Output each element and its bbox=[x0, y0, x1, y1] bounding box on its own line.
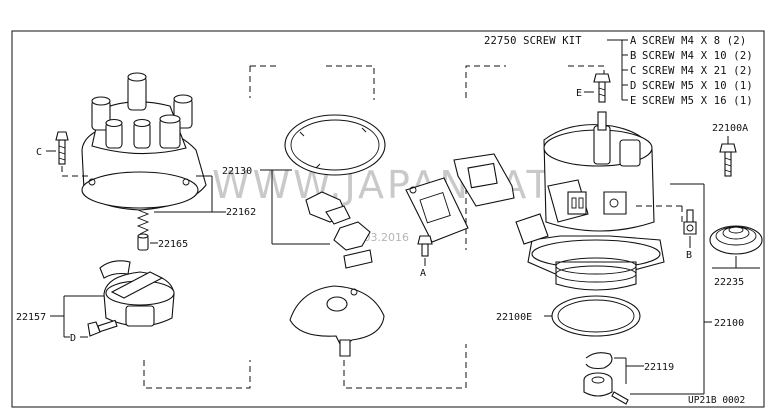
part-22100-label: 22100 bbox=[714, 318, 744, 329]
diagram-border bbox=[11, 30, 765, 408]
screw-kit-letter-c: C bbox=[630, 65, 637, 77]
part-22100E-label: 22100E bbox=[496, 312, 532, 323]
screw-kit-item-d: SCREW M5 X 10 (1) bbox=[642, 80, 753, 92]
dust-cover bbox=[709, 225, 763, 255]
rotor-head bbox=[99, 260, 175, 327]
screw-a: A bbox=[417, 235, 433, 279]
screw-kit-letter-a: A bbox=[630, 35, 637, 47]
part-22130-label: 22130 bbox=[222, 166, 252, 177]
screw-c: C bbox=[36, 131, 90, 177]
distributor-cap bbox=[81, 72, 207, 211]
diagram-ref: UP21B 0002 bbox=[688, 395, 745, 406]
screw-b: B bbox=[636, 205, 697, 261]
screw-kit-item-a: SCREW M4 X 8 (2) bbox=[642, 35, 746, 47]
screw-kit-title: 22750 SCREW KIT bbox=[484, 35, 582, 47]
shaft-collar bbox=[583, 372, 629, 405]
part-22100A-label: 22100A bbox=[712, 123, 748, 134]
screw-e: E bbox=[576, 73, 611, 103]
screw-d-label: D bbox=[70, 333, 76, 344]
snap-ring bbox=[585, 352, 613, 370]
screw-c-label: C bbox=[36, 147, 42, 158]
screw-b-label: B bbox=[686, 250, 692, 261]
part-22235-label: 22235 bbox=[714, 277, 744, 288]
screw-kit-letter-d: D bbox=[630, 80, 637, 92]
screw-kit-item-b: SCREW M4 X 10 (2) bbox=[642, 50, 753, 62]
distributor-housing bbox=[515, 111, 665, 291]
screw-kit-item-c: SCREW M4 X 21 (2) bbox=[642, 65, 753, 77]
screw-kit-letter-b: B bbox=[630, 50, 637, 62]
screw-kit-letter-e: E bbox=[630, 95, 637, 107]
o-ring bbox=[551, 295, 641, 337]
screw-kit-item-e: SCREW M5 X 16 (1) bbox=[642, 95, 753, 107]
signal-rotor-ring bbox=[284, 114, 386, 176]
screw-d: D bbox=[70, 319, 118, 344]
screw-kit-legend: 22750 SCREW KIT A SCREW M4 X 8 (2) B SCR… bbox=[484, 35, 753, 107]
screw-a-label: A bbox=[420, 268, 426, 279]
carbon-brush bbox=[137, 233, 149, 251]
screw-e-label: E bbox=[576, 88, 582, 99]
screw-22100A bbox=[719, 143, 737, 177]
part-22162-label: 22162 bbox=[226, 207, 256, 218]
cover-plate bbox=[405, 153, 515, 243]
pickup-assembly bbox=[305, 191, 373, 269]
part-22157-label: 22157 bbox=[16, 312, 46, 323]
part-22119-label: 22119 bbox=[644, 362, 674, 373]
part-22165-label: 22165 bbox=[158, 239, 188, 250]
timing-plate bbox=[289, 285, 385, 357]
carbon-spring bbox=[136, 209, 150, 235]
